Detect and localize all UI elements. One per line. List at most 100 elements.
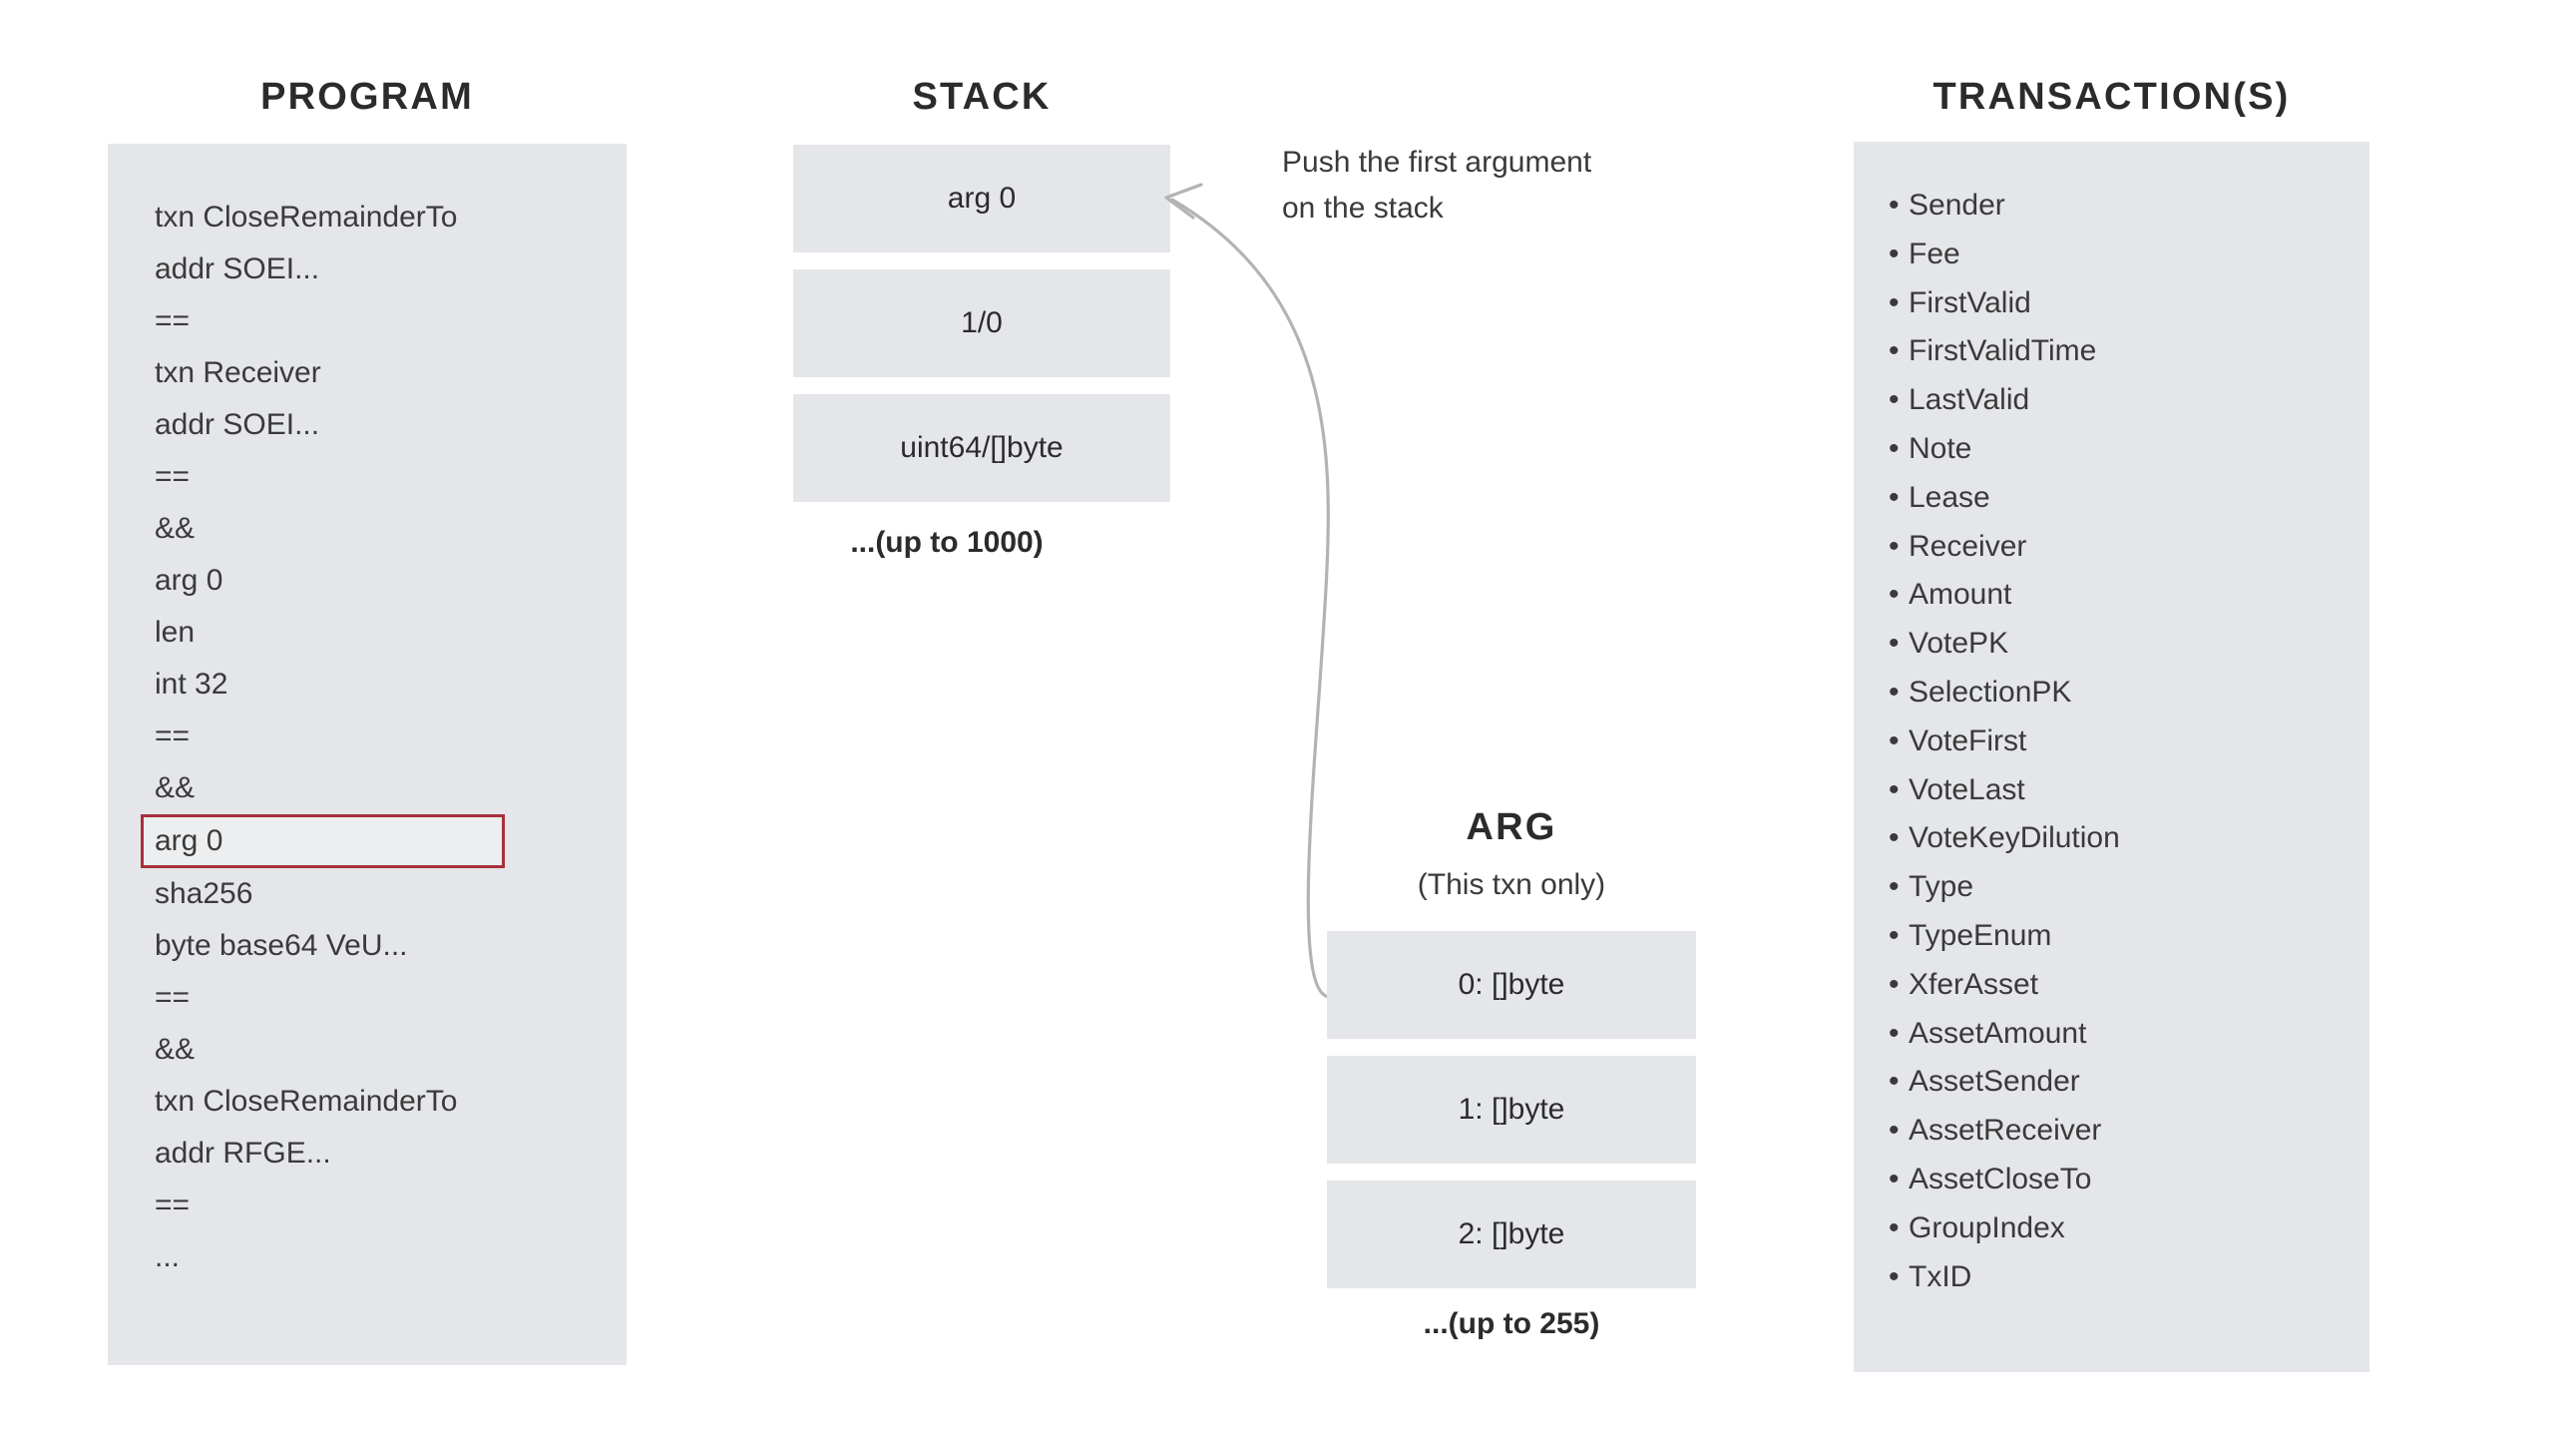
- transaction-field-label: XferAsset: [1909, 967, 2039, 1001]
- transaction-field: • VotePK: [1889, 620, 2348, 669]
- bullet-icon: •: [1889, 1016, 1900, 1050]
- arg-column-title: ARG: [1466, 806, 1557, 848]
- program-row: ==: [155, 460, 191, 493]
- transaction-field-list: •Sender•Fee•FirstValid•FirstValidTime•La…: [1889, 182, 2348, 1301]
- transaction-field-label: FirstValid: [1909, 285, 2031, 319]
- transaction-field: • Sender: [1889, 182, 2348, 231]
- arg-column-subtitle: (This txn only): [1417, 868, 1606, 901]
- transaction-field-label: GroupIndex: [1909, 1210, 2065, 1244]
- transaction-field: •Fee: [1889, 231, 2348, 279]
- program-row: txn CloseRemainderTo: [155, 1085, 458, 1118]
- bullet-icon: •: [1889, 723, 1900, 757]
- bullet-icon: •: [1889, 1065, 1900, 1099]
- bullet-icon: •: [1889, 237, 1900, 270]
- program-row: &&: [155, 771, 196, 804]
- arg-slot: 1: []byte: [1327, 1056, 1696, 1164]
- transaction-field: • GroupIndex: [1889, 1204, 2348, 1253]
- transaction-field: •TypeEnum: [1889, 912, 2348, 961]
- bullet-icon: •: [1889, 821, 1900, 855]
- transaction-field-label: AssetReceiver: [1909, 1114, 2102, 1148]
- transaction-field: •Note: [1889, 425, 2348, 474]
- bullet-icon: •: [1889, 189, 1900, 222]
- program-row: int 32: [155, 668, 228, 701]
- transaction-field: • LastValid: [1889, 376, 2348, 425]
- program-row: addr SOEI...: [155, 408, 320, 441]
- bullet-icon: •: [1889, 1259, 1900, 1293]
- transaction-field: • TxID: [1889, 1253, 2348, 1302]
- transaction-field: •VoteLast: [1889, 766, 2348, 815]
- transaction-field: • XferAsset: [1889, 961, 2348, 1010]
- transaction-field-label: Receiver: [1909, 529, 2027, 563]
- transaction-field-label: AssetCloseTo: [1909, 1162, 2092, 1195]
- transaction-field-label: FirstValidTime: [1909, 334, 2097, 368]
- stack-slot: uint64/[]byte: [793, 394, 1170, 502]
- bullet-icon: •: [1889, 1162, 1900, 1195]
- transaction-field: • VoteFirst: [1889, 717, 2348, 766]
- program-row: txn Receiver: [155, 356, 321, 389]
- bullet-icon: •: [1889, 1114, 1900, 1148]
- bullet-icon: •: [1889, 334, 1900, 368]
- program-row: byte base64 VeU...: [155, 929, 408, 962]
- annotation-line-2: on the stack: [1282, 192, 1444, 225]
- program-row: &&: [155, 1033, 196, 1066]
- bullet-icon: •: [1889, 578, 1900, 612]
- transaction-field: • Type: [1889, 863, 2348, 912]
- transaction-field: • AssetSender: [1889, 1058, 2348, 1107]
- program-row: addr RFGE...: [155, 1137, 331, 1170]
- bullet-icon: •: [1889, 918, 1900, 952]
- stack-capacity-caption: ...(up to 1000): [850, 526, 1044, 559]
- transaction-field-label: Amount: [1909, 578, 2012, 612]
- program-row: addr SOEI...: [155, 252, 320, 285]
- program-instruction-list: txn CloseRemainderTo addr SOEI... == txn Re…: [141, 192, 594, 1283]
- program-row: ==: [155, 719, 191, 752]
- transaction-field: • AssetAmount: [1889, 1010, 2348, 1059]
- bullet-icon: •: [1889, 383, 1900, 417]
- program-row: arg 0: [155, 564, 223, 597]
- transactions-column-title: TRANSACTION(S): [1932, 76, 2291, 118]
- stack-slot: arg 0: [793, 145, 1170, 252]
- transaction-field-label: VoteKeyDilution: [1909, 821, 2120, 855]
- arg-slot: 0: []byte: [1327, 931, 1696, 1039]
- transaction-field-label: Lease: [1909, 480, 1990, 514]
- program-row: len: [155, 616, 196, 649]
- bullet-icon: •: [1889, 431, 1900, 465]
- program-column-title: PROGRAM: [260, 76, 474, 118]
- transaction-field: • Receiver: [1889, 523, 2348, 572]
- transaction-field: • AssetCloseTo: [1889, 1156, 2348, 1204]
- transaction-field-label: TxID: [1909, 1259, 1972, 1293]
- transaction-field: • Lease: [1889, 474, 2348, 523]
- bullet-icon: •: [1889, 1210, 1900, 1244]
- transaction-field-label: AssetAmount: [1909, 1016, 2087, 1050]
- bullet-icon: •: [1889, 480, 1900, 514]
- bullet-icon: •: [1889, 967, 1900, 1001]
- program-row-highlighted: arg 0: [141, 814, 505, 868]
- push-flow-arrow-icon: [1164, 183, 1332, 999]
- program-panel: [108, 144, 627, 1365]
- transaction-field-label: Type: [1909, 870, 1974, 904]
- bullet-icon: •: [1889, 772, 1900, 806]
- transaction-field-label: VoteFirst: [1909, 723, 2027, 757]
- transaction-field: • Amount: [1889, 571, 2348, 620]
- bullet-icon: •: [1889, 529, 1900, 563]
- transaction-field: • FirstValidTime: [1889, 327, 2348, 376]
- transaction-field: •FirstValid: [1889, 279, 2348, 328]
- bullet-icon: •: [1889, 870, 1900, 904]
- bullet-icon: •: [1889, 627, 1900, 661]
- transactions-panel: [1854, 142, 2369, 1372]
- transaction-field-label: Sender: [1909, 189, 2005, 222]
- transaction-field-label: LastValid: [1909, 383, 2030, 417]
- program-row: txn CloseRemainderTo: [155, 201, 458, 234]
- transaction-field: •SelectionPK: [1889, 669, 2348, 717]
- program-row: ==: [155, 1189, 191, 1221]
- program-row: ==: [155, 981, 191, 1014]
- transaction-field-label: VotePK: [1909, 627, 2009, 661]
- push-argument-annotation: Push the first argument on the stack: [1282, 140, 1681, 232]
- annotation-line-1: Push the first argument: [1282, 146, 1592, 179]
- stack-column-title: STACK: [912, 76, 1052, 118]
- arg-capacity-caption: ...(up to 255): [1423, 1307, 1600, 1340]
- transaction-field-label: AssetSender: [1909, 1065, 2080, 1099]
- transaction-field: • VoteKeyDilution: [1889, 814, 2348, 863]
- program-row: ...: [155, 1240, 181, 1273]
- arg-slot: 2: []byte: [1327, 1181, 1696, 1288]
